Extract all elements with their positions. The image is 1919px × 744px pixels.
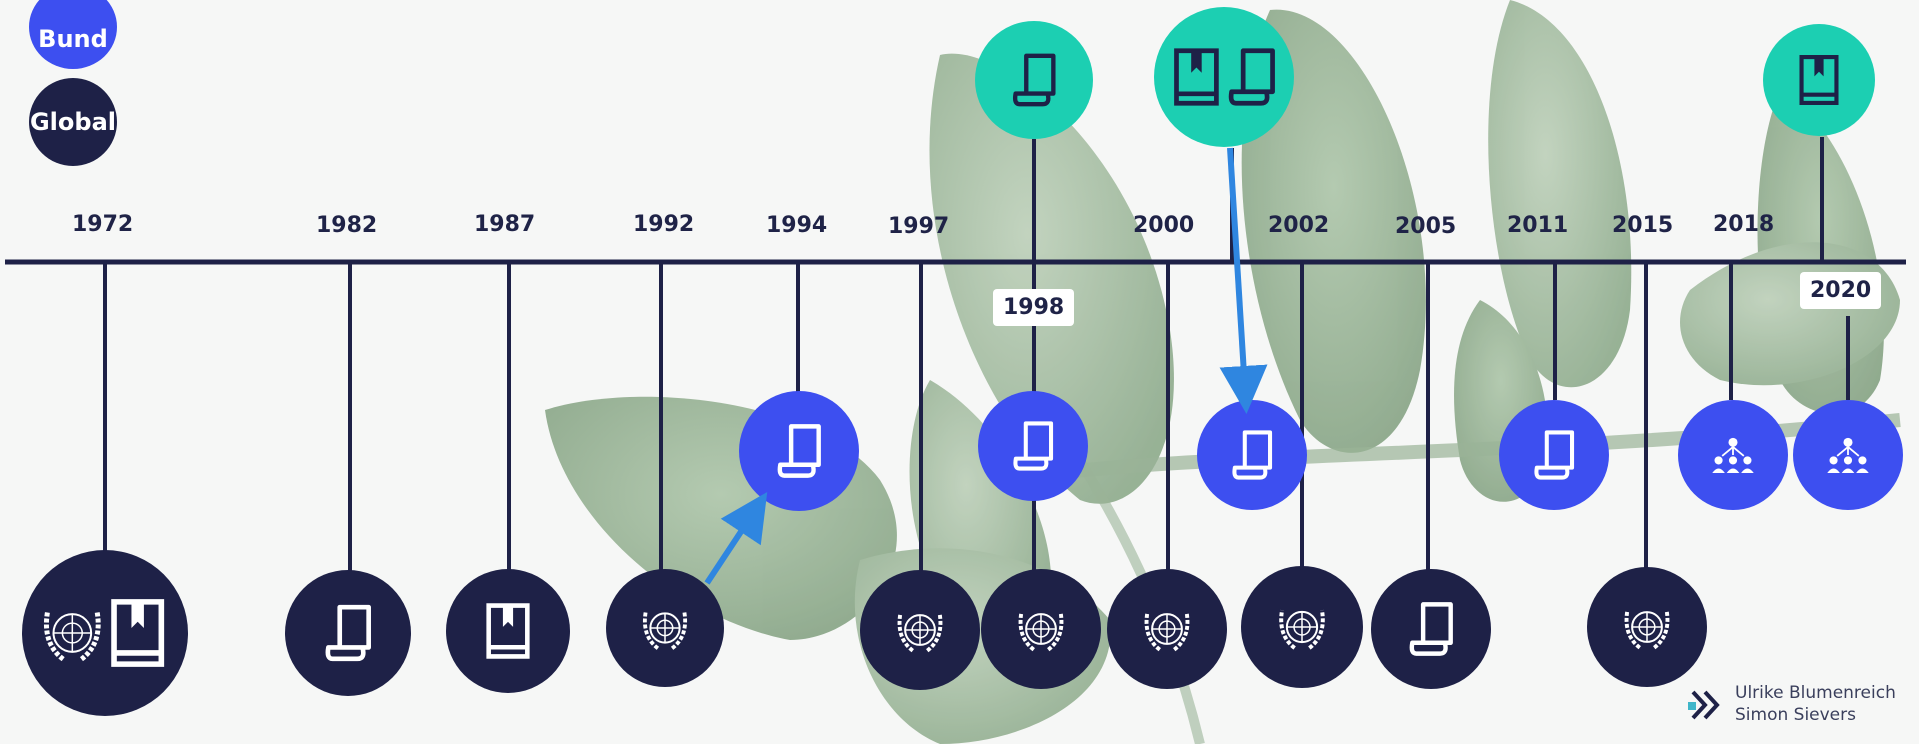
node-circle: [22, 550, 188, 716]
year-label-1994: 1994: [766, 213, 828, 238]
year-label-2018: 2018: [1713, 212, 1775, 237]
un-emblem-icon: [1018, 612, 1064, 652]
event-node-2015-global: [1587, 567, 1707, 687]
event-node-1987-global: [446, 569, 570, 693]
node-circle: [978, 391, 1088, 501]
event-node-2002-bund: [1197, 400, 1307, 510]
credit-line-2: Simon Sievers: [1735, 705, 1856, 725]
node-circle: [1763, 24, 1875, 136]
un-emblem-icon: [1144, 612, 1190, 652]
node-circle: [1154, 7, 1294, 147]
year-label-1997: 1997: [888, 214, 950, 239]
event-node-1994-bund: [739, 391, 859, 511]
node-circle: [975, 21, 1093, 139]
legend-bund: Bund: [29, 0, 117, 69]
book-icon: [1799, 54, 1839, 106]
legend-global-label: Global: [29, 108, 116, 136]
scroll-icon: [1013, 421, 1054, 471]
node-circle: [1499, 400, 1609, 510]
scroll-icon: [1232, 430, 1273, 480]
legend-bund-label: Bund: [38, 25, 108, 53]
scroll-icon: [1409, 602, 1453, 656]
un-emblem-icon: [642, 611, 688, 650]
year-label-1982: 1982: [316, 213, 378, 238]
year-label-1998: 1998: [993, 289, 1075, 326]
event-node-1998-global: [981, 569, 1101, 689]
event-node-2005-global: [1371, 569, 1491, 689]
un-emblem-icon: [897, 613, 943, 653]
event-node-2018-bund: [1678, 400, 1788, 510]
scroll-icon: [777, 424, 821, 478]
un-emblem-icon: [1624, 610, 1670, 650]
year-label-2015: 2015: [1612, 213, 1674, 238]
arrow-2000-eu-to-bund: [1219, 147, 1268, 414]
network-icon: [1827, 437, 1869, 474]
year-label-2000: 2000: [1133, 213, 1195, 238]
credit-logo-icon: [1688, 690, 1720, 720]
event-node-1972-global: [22, 550, 188, 716]
scroll-icon: [325, 604, 371, 662]
node-circle: [446, 569, 570, 693]
event-node-2020-bund: [1793, 400, 1903, 510]
year-label-2002: 2002: [1268, 213, 1330, 238]
arrow-1992-to-1994: [704, 491, 768, 585]
event-node-2002-global: [1241, 566, 1363, 688]
credit-line-1: Ulrike Blumenreich: [1735, 683, 1896, 703]
book-icon: [111, 599, 165, 667]
event-node-1997-global: [860, 570, 980, 690]
event-node-1992-global: [606, 569, 724, 687]
year-label-2011: 2011: [1507, 213, 1569, 238]
event-node-1998-bund: [978, 391, 1088, 501]
event-nodes: [22, 7, 1903, 716]
node-circle: [739, 391, 859, 511]
connector-stems: [103, 137, 1850, 572]
book-icon: [1174, 48, 1219, 106]
scroll-icon: [1228, 48, 1275, 106]
year-label-2005: 2005: [1395, 214, 1457, 239]
event-node-1998-eu: [975, 21, 1093, 139]
event-node-2000-global: [1107, 569, 1227, 689]
year-label-1992: 1992: [633, 212, 695, 237]
un-emblem-icon: [1279, 609, 1325, 650]
node-circle: [285, 570, 411, 696]
event-node-1982-global: [285, 570, 411, 696]
scroll-icon: [1534, 430, 1575, 480]
book-icon: [486, 603, 530, 659]
event-node-2020-eu: [1763, 24, 1875, 136]
year-label-1972: 1972: [72, 212, 134, 237]
event-node-2000-eu: [1154, 7, 1294, 147]
year-label-2020: 2020: [1800, 272, 1882, 309]
event-node-2011-bund: [1499, 400, 1609, 510]
year-label-1987: 1987: [474, 212, 536, 237]
author-credit: Ulrike Blumenreich Simon Sievers: [1735, 682, 1896, 726]
un-emblem-icon: [44, 611, 101, 662]
legend-global: Global: [29, 78, 117, 166]
node-circle: [1197, 400, 1307, 510]
node-circle: [1371, 569, 1491, 689]
scroll-icon: [1012, 53, 1056, 107]
network-icon: [1712, 437, 1754, 474]
